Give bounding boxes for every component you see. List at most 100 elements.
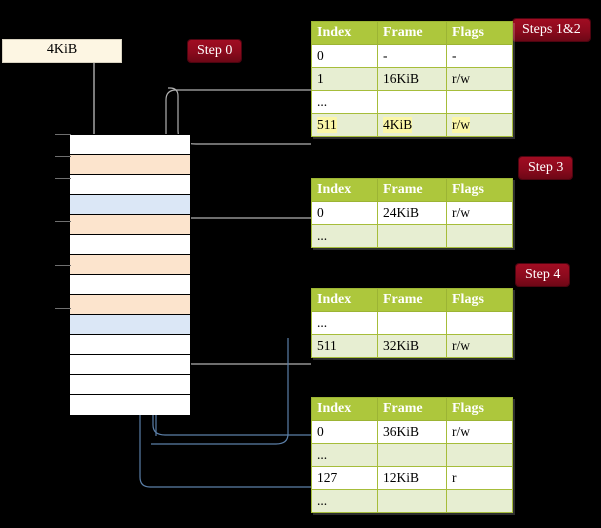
memory-frame-row (70, 315, 190, 335)
memory-frame-row (70, 215, 190, 235)
column-header-index: Index (311, 288, 378, 312)
memory-frame-row (70, 155, 190, 175)
table-cell: ... (311, 443, 378, 467)
table-cell (446, 311, 513, 335)
table-cell: - (446, 44, 513, 68)
column-header-flags: Flags (446, 397, 513, 421)
table-cell: ... (311, 90, 378, 114)
table-cell: 1 (311, 67, 378, 91)
table-cell: r/w (446, 334, 513, 358)
memory-tick (55, 134, 71, 135)
table-row: ... (311, 311, 513, 335)
step-4-badge: Step 4 (516, 264, 570, 286)
highlighted-value: r/w (452, 117, 470, 133)
table-cell (446, 443, 513, 467)
memory-tick (55, 308, 71, 309)
table-cell: r/w (446, 113, 513, 137)
table-cell (377, 311, 447, 335)
memory-frame-row (70, 295, 190, 315)
memory-frame-row (70, 195, 190, 215)
table-cell: 24KiB (377, 201, 447, 225)
column-header-flags: Flags (446, 288, 513, 312)
memory-frame-row (70, 275, 190, 295)
step-0-label: Step 0 (197, 43, 233, 58)
memory-tick (55, 265, 71, 266)
table-cell: 0 (311, 201, 378, 225)
memory-frame-row (70, 395, 190, 415)
table-cell (377, 224, 447, 248)
table-cell: r/w (446, 201, 513, 225)
steps-1-2-label: Steps 1&2 (522, 22, 581, 37)
table-cell: 4KiB (377, 113, 447, 137)
table-row: ... (311, 224, 513, 248)
table-cell (377, 443, 447, 467)
table-cell (446, 224, 513, 248)
memory-frame-row (70, 355, 190, 375)
table-cell: 127 (311, 466, 378, 490)
table-cell (377, 489, 447, 513)
table-row: ... (311, 90, 513, 114)
table-cell: ... (311, 224, 378, 248)
table-cell: 12KiB (377, 466, 447, 490)
column-header-flags: Flags (446, 178, 513, 202)
column-header-index: Index (311, 178, 378, 202)
highlighted-value: 4KiB (383, 117, 413, 133)
column-header-frame: Frame (377, 178, 447, 202)
step-0-badge: Step 0 (188, 40, 242, 62)
virtual-address-box: 4KiB (2, 39, 122, 63)
step-4-label: Step 4 (525, 267, 561, 282)
table-cell: 0 (311, 44, 378, 68)
table-cell: r/w (446, 67, 513, 91)
table-cell: ... (311, 311, 378, 335)
highlighted-value: 511 (317, 117, 337, 133)
table-row: 511 4KiB r/w (311, 113, 513, 137)
column-header-frame: Frame (377, 288, 447, 312)
table-row: ... (311, 489, 513, 513)
table-cell (446, 90, 513, 114)
table-row: 0-- (311, 44, 513, 68)
memory-frame-row (70, 335, 190, 355)
column-header-frame: Frame (377, 397, 447, 421)
table-cell: 511 (311, 113, 378, 137)
table-cell: 32KiB (377, 334, 447, 358)
table-cell: - (377, 44, 447, 68)
table-cell: 511 (311, 334, 378, 358)
memory-tick (55, 221, 71, 222)
memory-frame-row (70, 135, 190, 155)
table-cell: ... (311, 489, 378, 513)
column-header-index: Index (311, 21, 378, 45)
column-header-index: Index (311, 397, 378, 421)
virtual-address-label: 4KiB (46, 42, 78, 57)
step-3-badge: Step 3 (519, 157, 573, 179)
table-cell: 36KiB (377, 420, 447, 444)
steps-1-2-badge: Steps 1&2 (513, 19, 590, 41)
table-row: ... (311, 443, 513, 467)
table-cell: 16KiB (377, 67, 447, 91)
memory-frame-row (70, 235, 190, 255)
table-cell: r/w (446, 420, 513, 444)
memory-frame-row (70, 255, 190, 275)
table-cell (377, 90, 447, 114)
memory-tick (55, 178, 71, 179)
table-cell: 0 (311, 420, 378, 444)
memory-tick (55, 156, 71, 157)
column-header-frame: Frame (377, 21, 447, 45)
physical-memory-column (69, 134, 191, 415)
table-cell: r (446, 466, 513, 490)
step-3-label: Step 3 (528, 160, 564, 175)
memory-frame-row (70, 175, 190, 195)
table-cell (446, 489, 513, 513)
column-header-flags: Flags (446, 21, 513, 45)
